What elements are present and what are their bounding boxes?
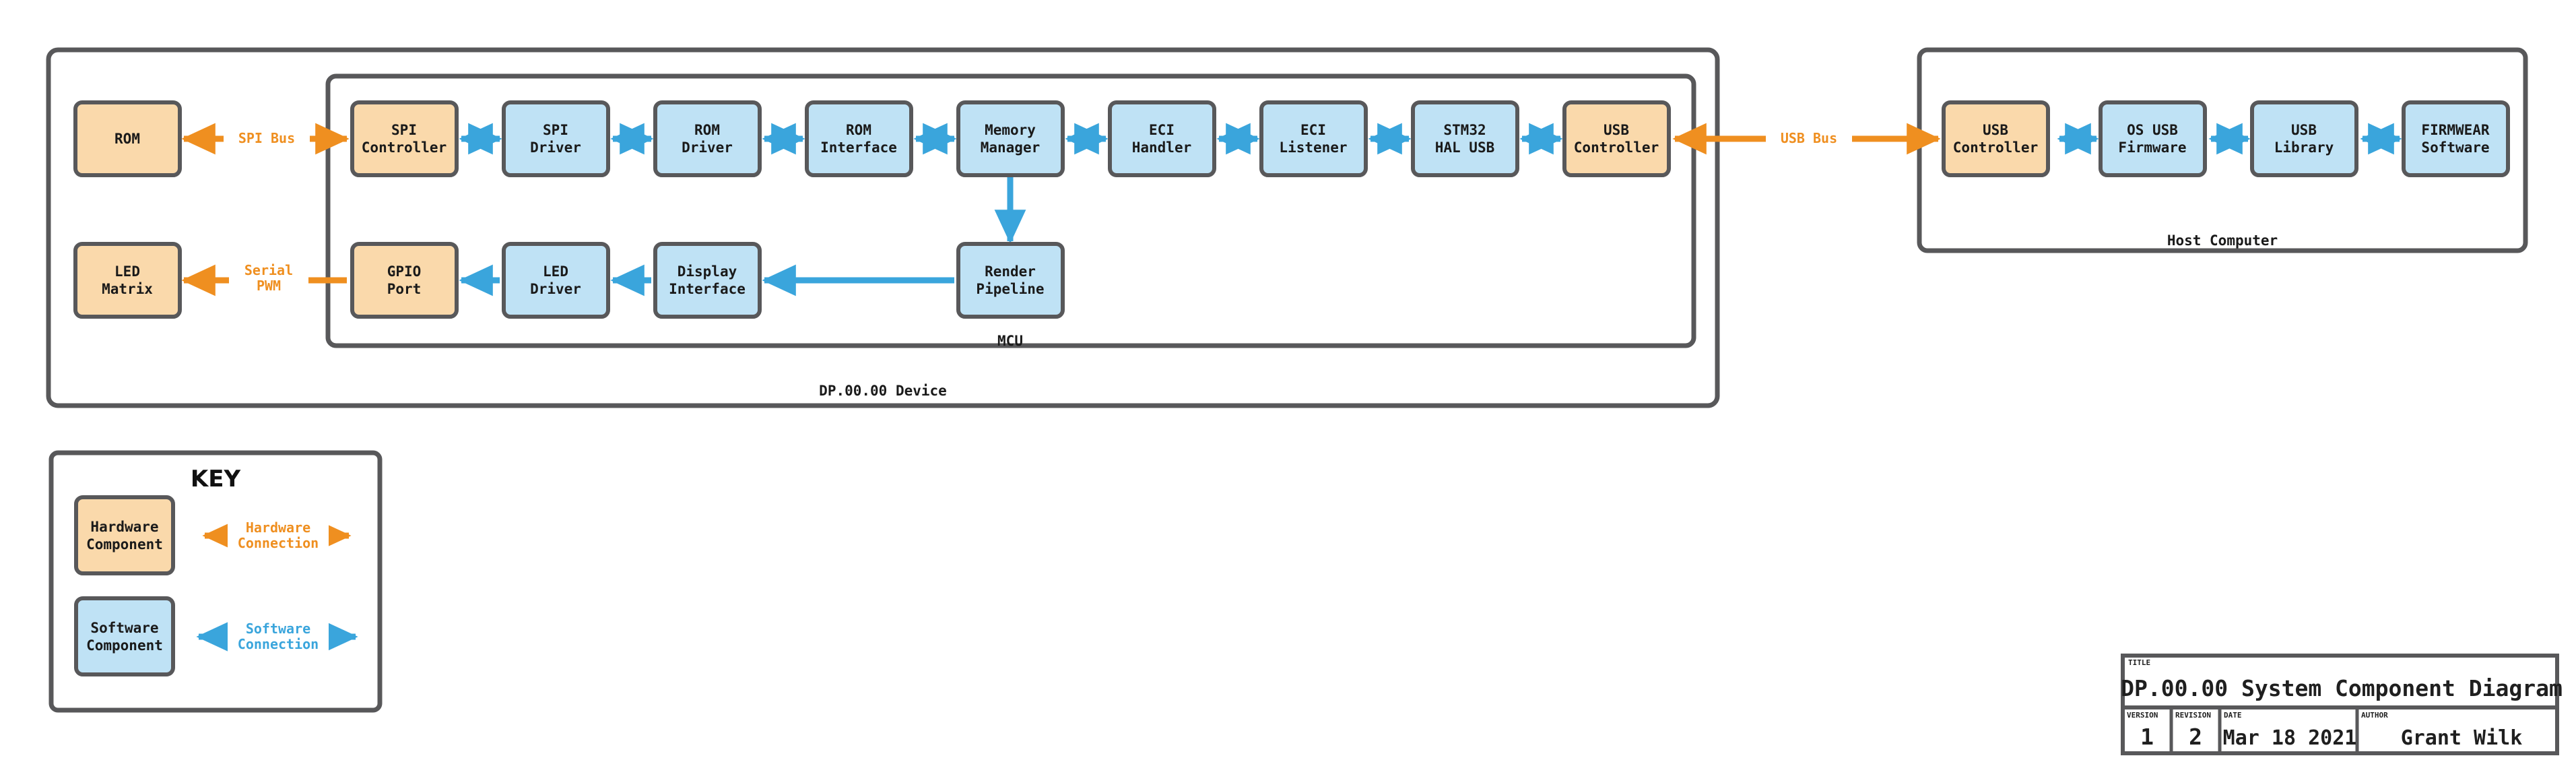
- component-label-line1: STM32: [1443, 122, 1486, 138]
- component-label-line1: GPIO: [387, 263, 422, 280]
- component-label-line2: Driver: [530, 139, 581, 156]
- component-label-line2: Firmware: [2118, 139, 2186, 156]
- key-entry-software-component: Software Component: [74, 596, 175, 676]
- component-usb-library[interactable]: USB Library: [2250, 100, 2358, 177]
- title-block-value-date: Mar 18 2021: [2223, 726, 2357, 750]
- connection-label-serial-pwm-line2: PWM: [257, 278, 281, 294]
- component-label-line2: Software: [2421, 139, 2489, 156]
- component-label-line1: ECI: [1300, 122, 1326, 138]
- component-firmwear-software[interactable]: FIRMWEAR Software: [2402, 100, 2510, 177]
- component-rom[interactable]: ROM: [73, 100, 182, 177]
- key-title: KEY: [191, 466, 241, 493]
- component-gpio-port[interactable]: GPIO Port: [350, 242, 459, 319]
- group-mcu: MCU: [325, 73, 1696, 349]
- component-label-line1: USB: [1604, 122, 1629, 138]
- key-entry-hardware-connection: Hardware Connection: [202, 519, 352, 552]
- connection-label-usb-bus: USB Bus: [1781, 130, 1837, 146]
- title-block-caption-title: TITLE: [2128, 658, 2150, 667]
- component-label-line2: Driver: [682, 139, 733, 156]
- key-entry-hardware-component: Hardware Component: [74, 495, 175, 575]
- component-label: ROM: [114, 131, 140, 147]
- key-label-line2: Component: [86, 536, 163, 552]
- key-conn-label-line1: Software: [246, 621, 310, 637]
- title-block: TITLE DP.00.00 System Component Diagram …: [2121, 654, 2563, 755]
- component-label-line2: Port: [387, 281, 422, 297]
- component-usb-controller-host[interactable]: USB Controller: [1942, 100, 2050, 177]
- component-label-line1: FIRMWEAR: [2421, 122, 2490, 138]
- component-memory-manager[interactable]: Memory Manager: [956, 100, 1065, 177]
- component-os-usb-firmware[interactable]: OS USB Firmware: [2099, 100, 2207, 177]
- component-label-line2: HAL USB: [1435, 139, 1495, 156]
- component-label-line1: ROM: [846, 122, 871, 138]
- component-spi-controller[interactable]: SPI Controller: [350, 100, 459, 177]
- component-label-line1: Render: [985, 263, 1036, 280]
- component-label-line1: Memory: [985, 122, 1036, 138]
- component-label-line2: Manager: [981, 139, 1041, 156]
- group-device: DP.00.00 Device: [46, 47, 1720, 408]
- key-conn-label-line2: Connection: [238, 535, 319, 551]
- connection-label-spi-bus: SPI Bus: [238, 130, 295, 146]
- component-label-line1: ROM: [694, 122, 720, 138]
- title-block-caption-version: VERSION: [2127, 711, 2158, 720]
- title-block-value-revision: 2: [2189, 724, 2202, 750]
- component-label-line1: OS USB: [2127, 122, 2178, 138]
- connections-top-row: SPI Bus USB Bus: [181, 123, 2402, 155]
- title-block-value-author: Grant Wilk: [2401, 726, 2523, 750]
- component-label-line2: Pipeline: [976, 281, 1044, 297]
- component-label-line2: Handler: [1132, 139, 1192, 156]
- component-label-line2: Library: [2274, 139, 2334, 156]
- component-label-line1: Display: [678, 263, 737, 280]
- component-led-matrix[interactable]: LED Matrix: [73, 242, 182, 319]
- group-label-mcu: MCU: [997, 333, 1023, 349]
- connections-bottom-row: Serial PWM: [181, 177, 1026, 296]
- component-usb-controller-mcu[interactable]: USB Controller: [1562, 100, 1671, 177]
- key-conn-label-line2: Connection: [238, 636, 319, 652]
- key-entry-software-connection: Software Connection: [196, 620, 358, 654]
- component-led-driver[interactable]: LED Driver: [502, 242, 610, 319]
- component-label-line1: SPI: [543, 122, 568, 138]
- group-label-host: Host Computer: [2167, 232, 2278, 249]
- component-spi-driver[interactable]: SPI Driver: [502, 100, 610, 177]
- key-conn-label-line1: Hardware: [246, 519, 310, 536]
- group-label-device: DP.00.00 Device: [819, 383, 947, 399]
- component-render-pipeline[interactable]: Render Pipeline: [956, 242, 1065, 319]
- title-block-caption-date: DATE: [2224, 711, 2242, 720]
- component-label-line1: SPI: [391, 122, 417, 138]
- component-label-line1: LED: [543, 263, 568, 280]
- component-rom-driver[interactable]: ROM Driver: [653, 100, 762, 177]
- key-legend: KEY Hardware Component Software Componen…: [48, 450, 383, 713]
- component-label-line2: Controller: [362, 139, 447, 156]
- component-stm32-hal-usb[interactable]: STM32 HAL USB: [1411, 100, 1519, 177]
- component-label-line2: Matrix: [102, 281, 153, 297]
- component-rom-interface[interactable]: ROM Interface: [805, 100, 913, 177]
- component-label-line2: Interface: [820, 139, 897, 156]
- title-block-caption-revision: REVISION: [2175, 711, 2211, 720]
- component-label-line2: Controller: [1574, 139, 1659, 156]
- component-label-line1: USB: [2291, 122, 2317, 138]
- component-label-line2: Listener: [1279, 139, 1347, 156]
- component-label-line2: Interface: [669, 281, 746, 297]
- component-label-line1: LED: [114, 263, 140, 280]
- key-label-line1: Software: [90, 620, 158, 636]
- component-eci-listener[interactable]: ECI Listener: [1259, 100, 1368, 177]
- component-eci-handler[interactable]: ECI Handler: [1108, 100, 1216, 177]
- title-block-value-version: 1: [2140, 724, 2154, 750]
- title-block-value-title: DP.00.00 System Component Diagram: [2121, 675, 2563, 701]
- component-label-line2: Driver: [530, 281, 581, 297]
- key-label-line2: Component: [86, 637, 163, 654]
- title-block-caption-author: AUTHOR: [2361, 711, 2388, 720]
- component-display-interface[interactable]: Display Interface: [653, 242, 762, 319]
- component-label-line2: Controller: [1953, 139, 2038, 156]
- connection-label-serial-pwm-line1: Serial: [244, 262, 293, 278]
- component-label-line1: ECI: [1149, 122, 1175, 138]
- key-label-line1: Hardware: [90, 519, 158, 535]
- component-label-line1: USB: [1983, 122, 2008, 138]
